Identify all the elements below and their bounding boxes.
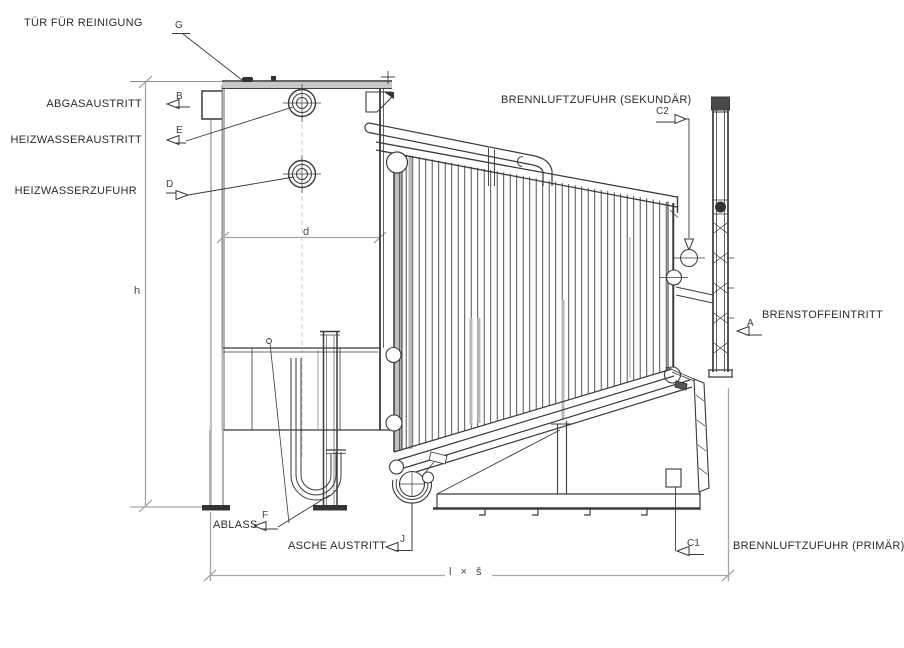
arrow-g <box>172 33 243 81</box>
label-heating-water-supply: HEIZWASSERZUFUHR <box>14 185 137 197</box>
marker-a: A <box>747 318 754 329</box>
base-frame <box>393 368 701 516</box>
fuel-feed-column <box>708 96 734 378</box>
arrow-c1 <box>675 487 704 557</box>
support-post <box>320 330 340 505</box>
boiler-vessel <box>201 71 395 524</box>
marker-g: G <box>175 20 183 31</box>
label-door-cleaning: TÜR FÜR REINIGUNG <box>24 17 143 29</box>
arrow-c2 <box>656 113 705 267</box>
air-pipes <box>364 122 679 218</box>
ash-screw <box>392 451 448 504</box>
arrow-e <box>165 106 294 146</box>
water-port-upper <box>283 84 321 122</box>
dimension-h: h <box>134 285 141 297</box>
fuel-chute <box>665 286 714 493</box>
arrow-b <box>165 98 190 110</box>
marker-j: J <box>400 534 405 545</box>
arrow-j <box>384 502 413 553</box>
dimension-l-x-s: l × š <box>449 566 485 578</box>
marker-d: D <box>166 179 174 190</box>
arrow-d <box>166 176 295 201</box>
label-ash-outlet: ASCHE AUSTRITT <box>288 540 387 552</box>
label-flue-gas-outlet: ABGASAUSTRITT <box>46 98 142 110</box>
water-port-lower <box>283 155 321 193</box>
callout-arrows <box>165 33 762 557</box>
label-heating-water-outlet: HEIZWASSERAUSTRITT <box>10 134 142 146</box>
marker-c2: C2 <box>656 106 669 117</box>
marker-e: E <box>176 125 183 136</box>
arrow-a <box>735 325 762 337</box>
ash-duct <box>223 347 393 431</box>
label-drain: ABLASS <box>213 519 258 531</box>
grate-section <box>364 122 688 475</box>
dimension-d: d <box>303 226 310 238</box>
drain-pipe <box>290 358 346 501</box>
marker-b: B <box>176 91 183 102</box>
marker-f: F <box>262 510 269 521</box>
label-fuel-inlet: BRENSTOFFEINTRITT <box>762 309 884 321</box>
label-combustion-air-primary: BRENNLUFTZUFUHR (PRIMÄR) <box>733 540 904 552</box>
arrow-f <box>252 494 331 532</box>
label-combustion-air-secondary: BRENNLUFTZUFUHR (SEKUNDÄR) <box>501 94 692 106</box>
marker-c1: C1 <box>687 538 700 549</box>
